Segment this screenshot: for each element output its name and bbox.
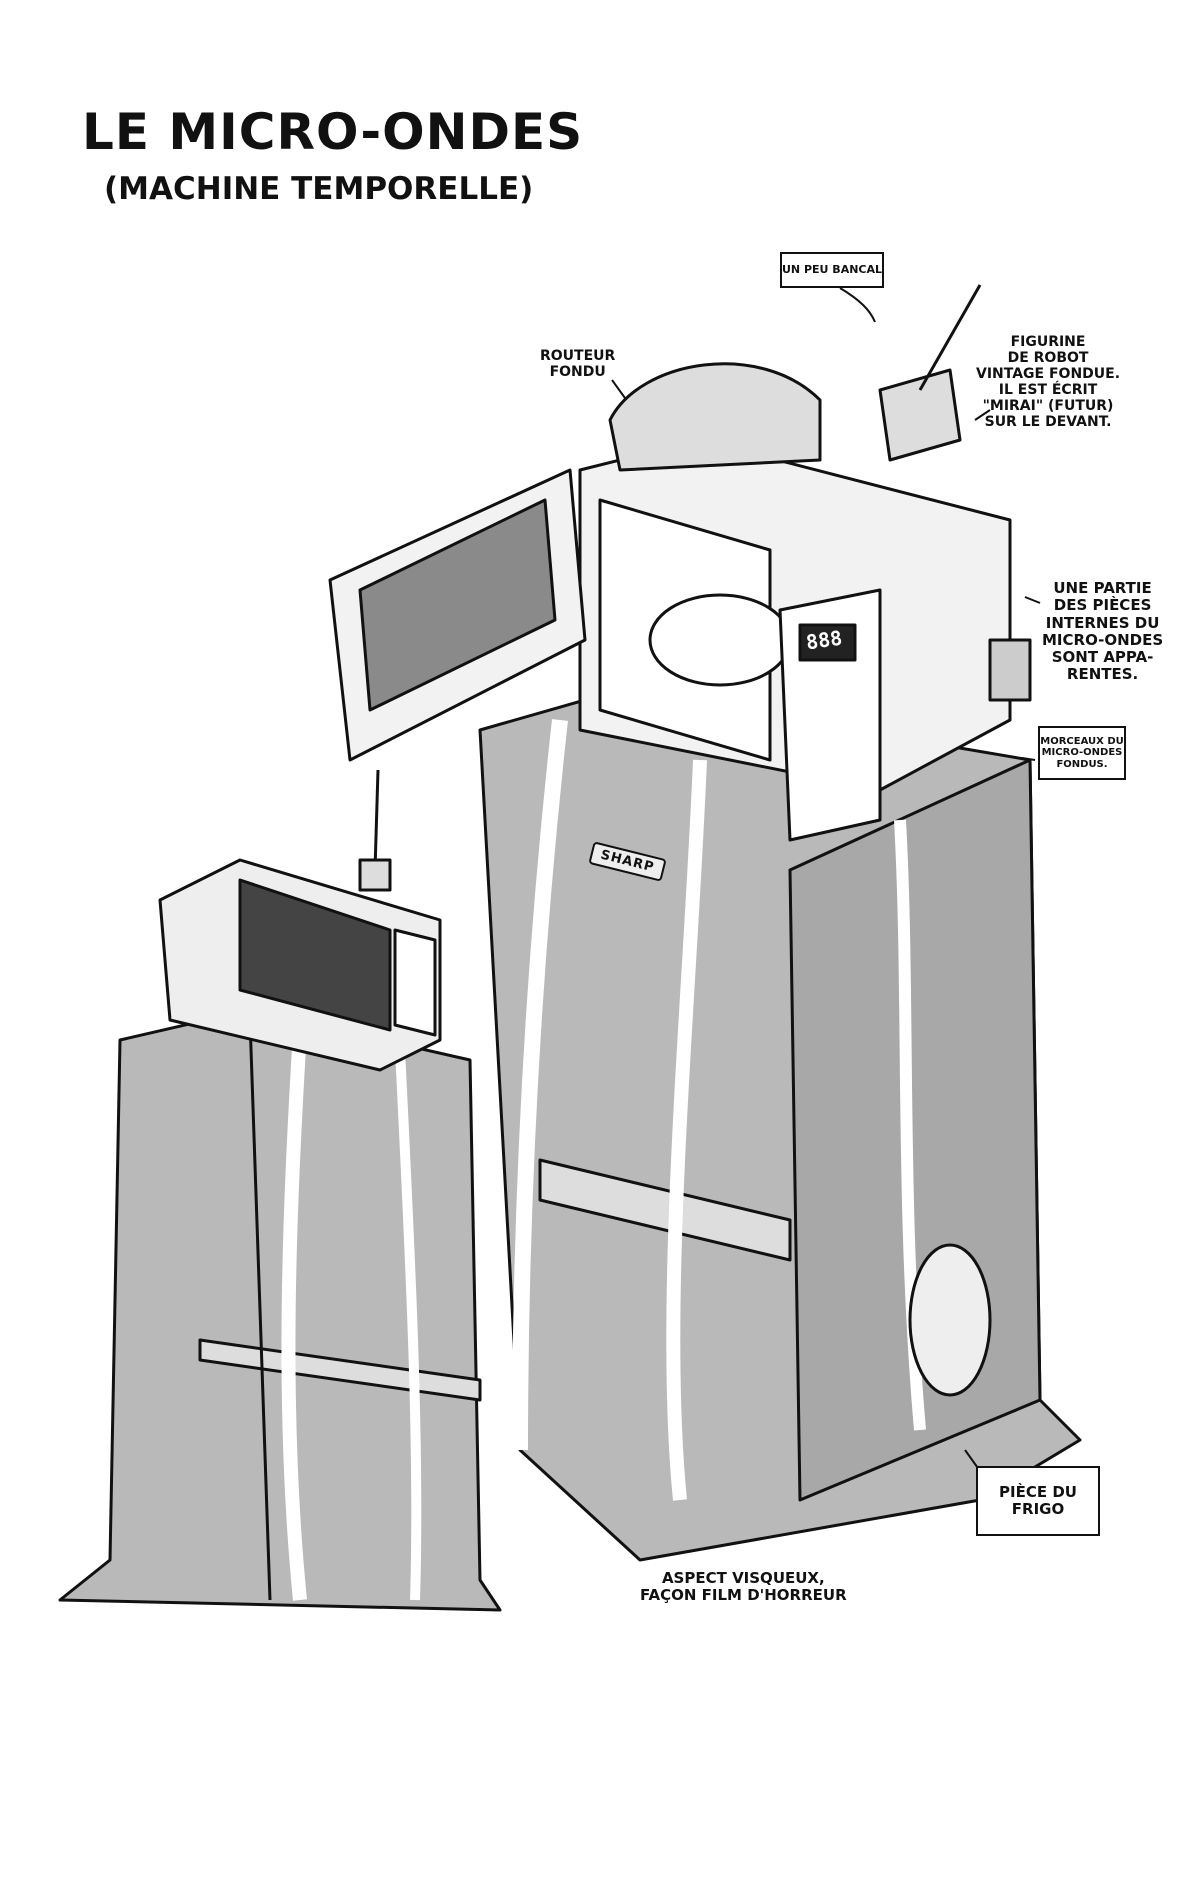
- page-subtitle: (Machine temporelle): [104, 171, 534, 207]
- note-pieces-internes: Une partie des pièces internes du micro-…: [1042, 579, 1164, 684]
- note-box-morceaux: Morceaux du micro-ondes fondus.: [1038, 726, 1126, 780]
- note-box-piece-frigo: Pièce du frigo: [976, 1466, 1100, 1536]
- microwave-display: 888: [804, 625, 844, 655]
- small-microwave: [158, 769, 442, 1072]
- big-microwave: [328, 284, 1032, 842]
- pointer-lines: [611, 287, 1041, 1479]
- note-aspect: Aspect visqueux, façon film d'horreur: [640, 1569, 847, 1605]
- note-box-un-peu-bancal: Un peu bancal: [780, 252, 884, 288]
- big-fridge: [478, 688, 1082, 1562]
- note-figurine: Figurine de robot vintage fondue. Il est…: [976, 334, 1121, 431]
- page-title: Le micro-ondes: [82, 103, 584, 161]
- note-routeur-fondu: Routeur fondu: [540, 348, 616, 381]
- small-fridge: [58, 1008, 502, 1612]
- note-piece-frigo: Pièce du frigo: [999, 1482, 1077, 1518]
- note-morceaux: Morceaux du micro-ondes fondus.: [1040, 735, 1124, 770]
- note-un-peu-bancal: Un peu bancal: [782, 262, 883, 276]
